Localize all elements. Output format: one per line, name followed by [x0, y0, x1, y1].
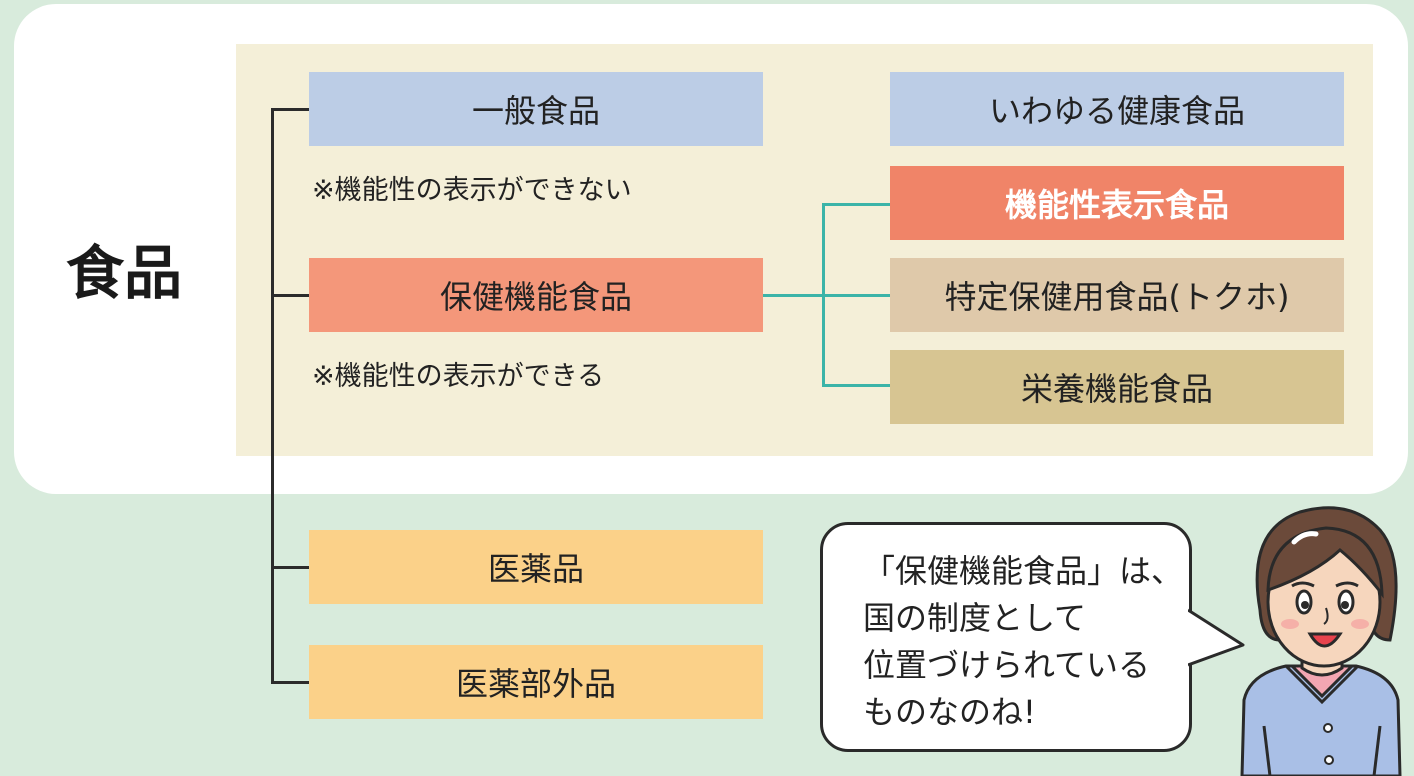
- teal-connector-vertical: [822, 203, 825, 387]
- function-claim-food-box: 機能性表示食品: [890, 166, 1344, 240]
- health-function-food-label: 保健機能食品: [439, 278, 632, 316]
- tree-trunk-line: [271, 108, 274, 684]
- function-claim-food-label: 機能性表示食品: [1004, 186, 1229, 224]
- root-label-food: 食品: [66, 239, 183, 307]
- quasi-drug-box: 医薬部外品: [309, 645, 763, 719]
- tokuho-label: 特定保健用食品(トクホ): [944, 278, 1290, 316]
- so-called-health-food-box: いわゆる健康食品: [890, 72, 1344, 146]
- speech-line-4: ものなのね!: [863, 693, 1036, 731]
- teal-connector-main: [762, 294, 892, 297]
- health-function-food-box: 保健機能食品: [309, 258, 763, 332]
- tokuho-box: 特定保健用食品(トクホ): [890, 258, 1344, 332]
- speech-line-2: 国の制度として: [863, 599, 1087, 637]
- nutrient-function-food-box: 栄養機能食品: [890, 350, 1344, 424]
- general-food-note: ※機能性の表示ができない: [312, 175, 632, 206]
- nutrient-function-food-label: 栄養機能食品: [1020, 370, 1213, 408]
- teal-connector-function-claim: [822, 203, 892, 206]
- speech-bubble-tail: [1188, 608, 1245, 667]
- general-food-box: 一般食品: [309, 72, 763, 146]
- teal-connector-nutrient: [822, 384, 892, 387]
- speech-line-3: 位置づけられている: [863, 646, 1151, 684]
- woman-character-icon: [1240, 506, 1402, 776]
- general-food-label: 一般食品: [471, 92, 600, 130]
- branch-line-drug: [271, 566, 311, 569]
- drug-label: 医薬品: [487, 550, 584, 588]
- drug-box: 医薬品: [309, 530, 763, 604]
- branch-line-health: [271, 294, 311, 297]
- speech-line-1: 「保健機能食品」は、: [863, 552, 1184, 590]
- branch-line-quasi-drug: [271, 681, 311, 684]
- speech-text: 「保健機能食品」は、 国の制度として 位置づけられている ものなのね!: [863, 548, 1183, 736]
- quasi-drug-label: 医薬部外品: [455, 665, 616, 703]
- speech-bubble: [820, 522, 1192, 752]
- branch-line-general: [271, 108, 311, 111]
- health-function-food-note: ※機能性の表示ができる: [312, 361, 605, 392]
- so-called-health-food-label: いわゆる健康食品: [988, 92, 1245, 130]
